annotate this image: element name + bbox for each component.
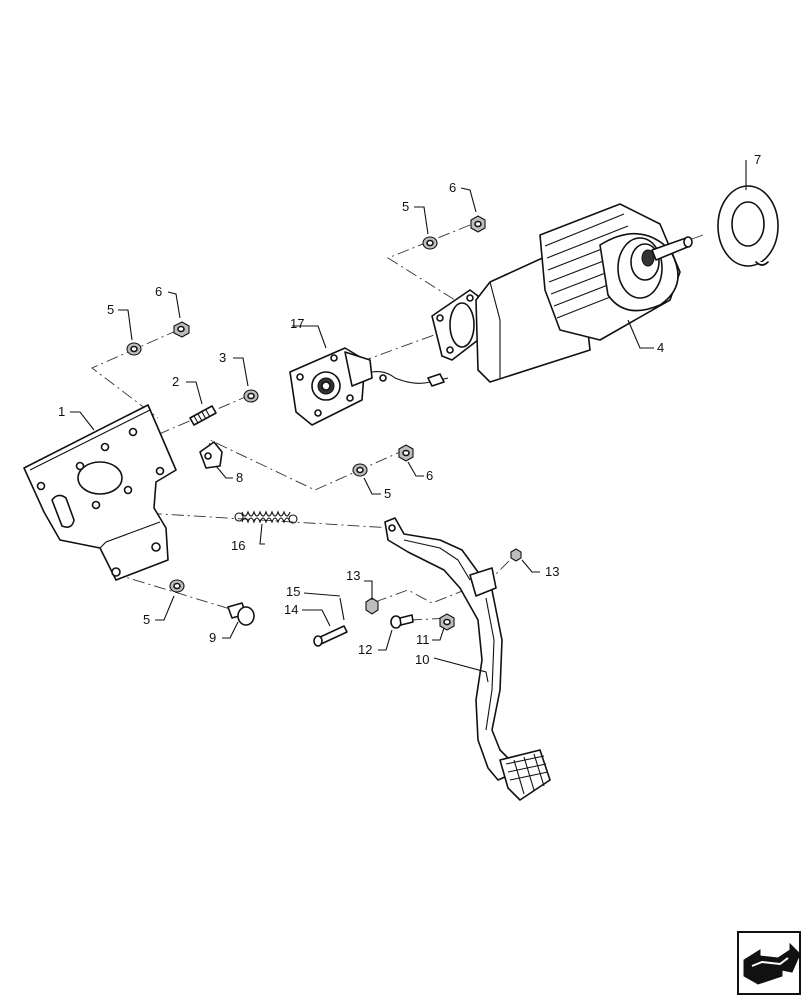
nut-part-11 xyxy=(439,613,455,631)
control-unit-part-4 xyxy=(431,203,693,383)
washer-part-5-b xyxy=(422,236,438,250)
callout-leaders xyxy=(70,160,747,683)
callout-8: 8 xyxy=(236,470,243,485)
washer-part-5-c xyxy=(352,463,368,477)
callout-5-c: 5 xyxy=(384,486,391,501)
position-sensor-part-17 xyxy=(289,347,449,426)
nut-part-13-b xyxy=(510,548,522,562)
nut-part-6-c xyxy=(398,444,414,462)
clip-part-8 xyxy=(199,441,223,469)
callout-12: 12 xyxy=(358,642,372,657)
nut-part-6-a xyxy=(173,321,190,338)
callout-13-b: 13 xyxy=(545,564,559,579)
callout-6-a: 6 xyxy=(155,284,162,299)
washer-part-5-a xyxy=(126,342,142,356)
nut-part-13-a xyxy=(365,597,379,615)
callout-16: 16 xyxy=(231,538,245,553)
arrow-navigation-icon[interactable] xyxy=(737,931,801,995)
nut-part-6-b xyxy=(470,215,486,233)
callout-6-b: 6 xyxy=(449,180,456,195)
callout-1: 1 xyxy=(58,404,65,419)
split-pin-part-15 xyxy=(339,597,345,621)
pin-part-14 xyxy=(313,625,348,647)
callout-labels: 1 2 3 4 5 5 5 5 6 6 6 7 8 9 10 11 12 13 … xyxy=(58,152,761,667)
callout-11: 11 xyxy=(416,632,430,647)
bolt-part-9 xyxy=(227,602,255,626)
callout-7: 7 xyxy=(754,152,761,167)
washer-part-5-d xyxy=(169,579,185,593)
callout-5-d: 5 xyxy=(143,612,150,627)
callout-5-a: 5 xyxy=(107,302,114,317)
threaded-stud-part-2 xyxy=(189,405,217,426)
callout-15: 15 xyxy=(286,584,300,599)
bolt-part-12 xyxy=(390,614,414,629)
callout-10: 10 xyxy=(415,652,429,667)
large-washer-part-7 xyxy=(717,185,779,267)
washer-part-3 xyxy=(243,389,259,403)
callout-14: 14 xyxy=(284,602,298,617)
callout-2: 2 xyxy=(172,374,179,389)
callout-4: 4 xyxy=(657,340,664,355)
callout-17: 17 xyxy=(290,316,304,331)
mounting-bracket-part-1 xyxy=(23,404,177,581)
spring-part-16 xyxy=(234,510,298,524)
callout-9: 9 xyxy=(209,630,216,645)
pedal-arm-part-10 xyxy=(384,517,551,801)
callout-3: 3 xyxy=(219,350,226,365)
callout-13-a: 13 xyxy=(346,568,360,583)
callout-6-c: 6 xyxy=(426,468,433,483)
callout-5-b: 5 xyxy=(402,199,409,214)
